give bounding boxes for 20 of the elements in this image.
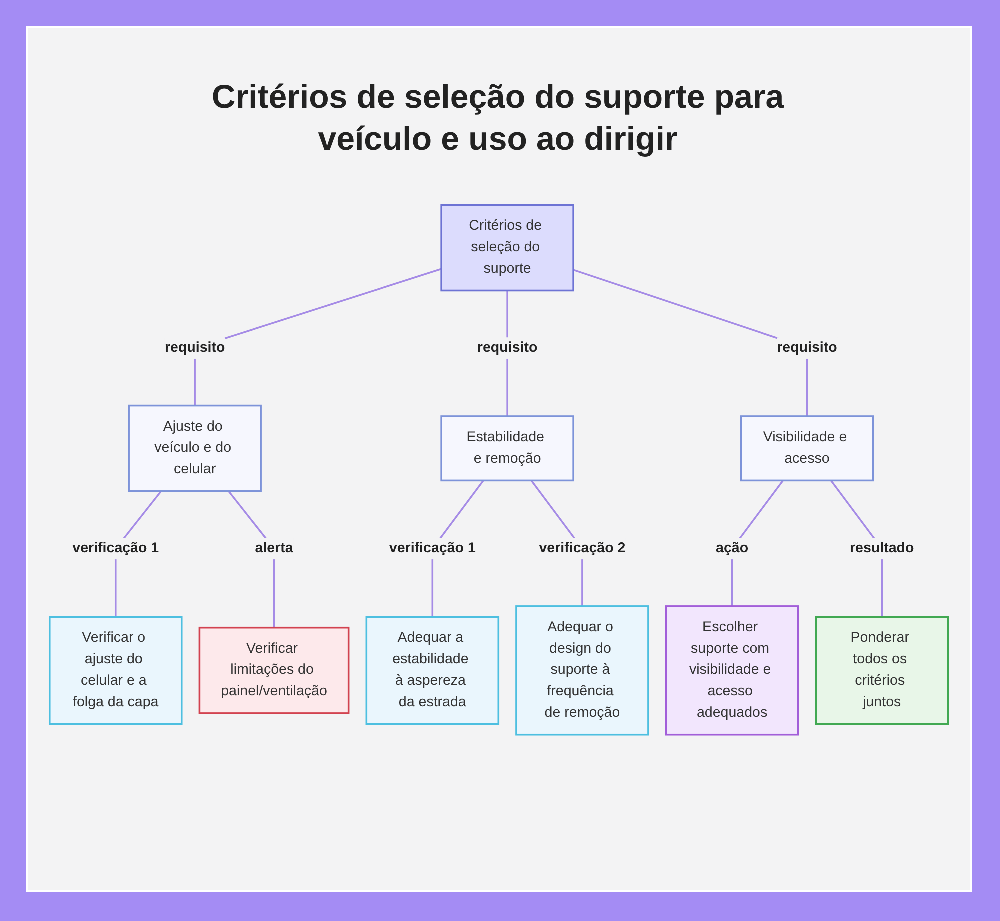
edge-label: verificação 1: [389, 540, 476, 556]
edge-label: verificação 2: [539, 540, 626, 556]
node-box: Ponderar todos os critérios juntos: [815, 616, 949, 726]
node-box: Adequar a estabilidade à aspereza da estrada: [366, 616, 500, 726]
edge-label: ação: [716, 540, 749, 556]
edge-label: requisito: [777, 340, 838, 356]
node-box: Adequar o design do suporte à frequência de remoção: [516, 606, 650, 736]
edge-label: resultado: [850, 540, 914, 556]
node-box: Critérios de seleção do suporte: [440, 204, 574, 292]
node-box: Visibilidade e acesso: [740, 416, 874, 482]
edge-label: alerta: [255, 540, 294, 556]
node-box: Estabilidade e remoção: [440, 416, 574, 482]
node-box: Verificar o ajuste do celular e a folga da capa: [49, 616, 183, 726]
edge-label: requisito: [164, 340, 226, 356]
node-box: Escolher suporte com visibilidade e acesso adequados: [665, 606, 800, 736]
edge-label: requisito: [477, 340, 538, 356]
node-box: Verificar limitações do painel/ventilação: [198, 626, 350, 714]
node-box: Ajuste do veículo e do celular: [128, 404, 262, 492]
edge-label: verificação 1: [72, 540, 160, 556]
diagram-title: Critérios de seleção do suporte para veículo e uso ao dirigir: [210, 77, 786, 159]
